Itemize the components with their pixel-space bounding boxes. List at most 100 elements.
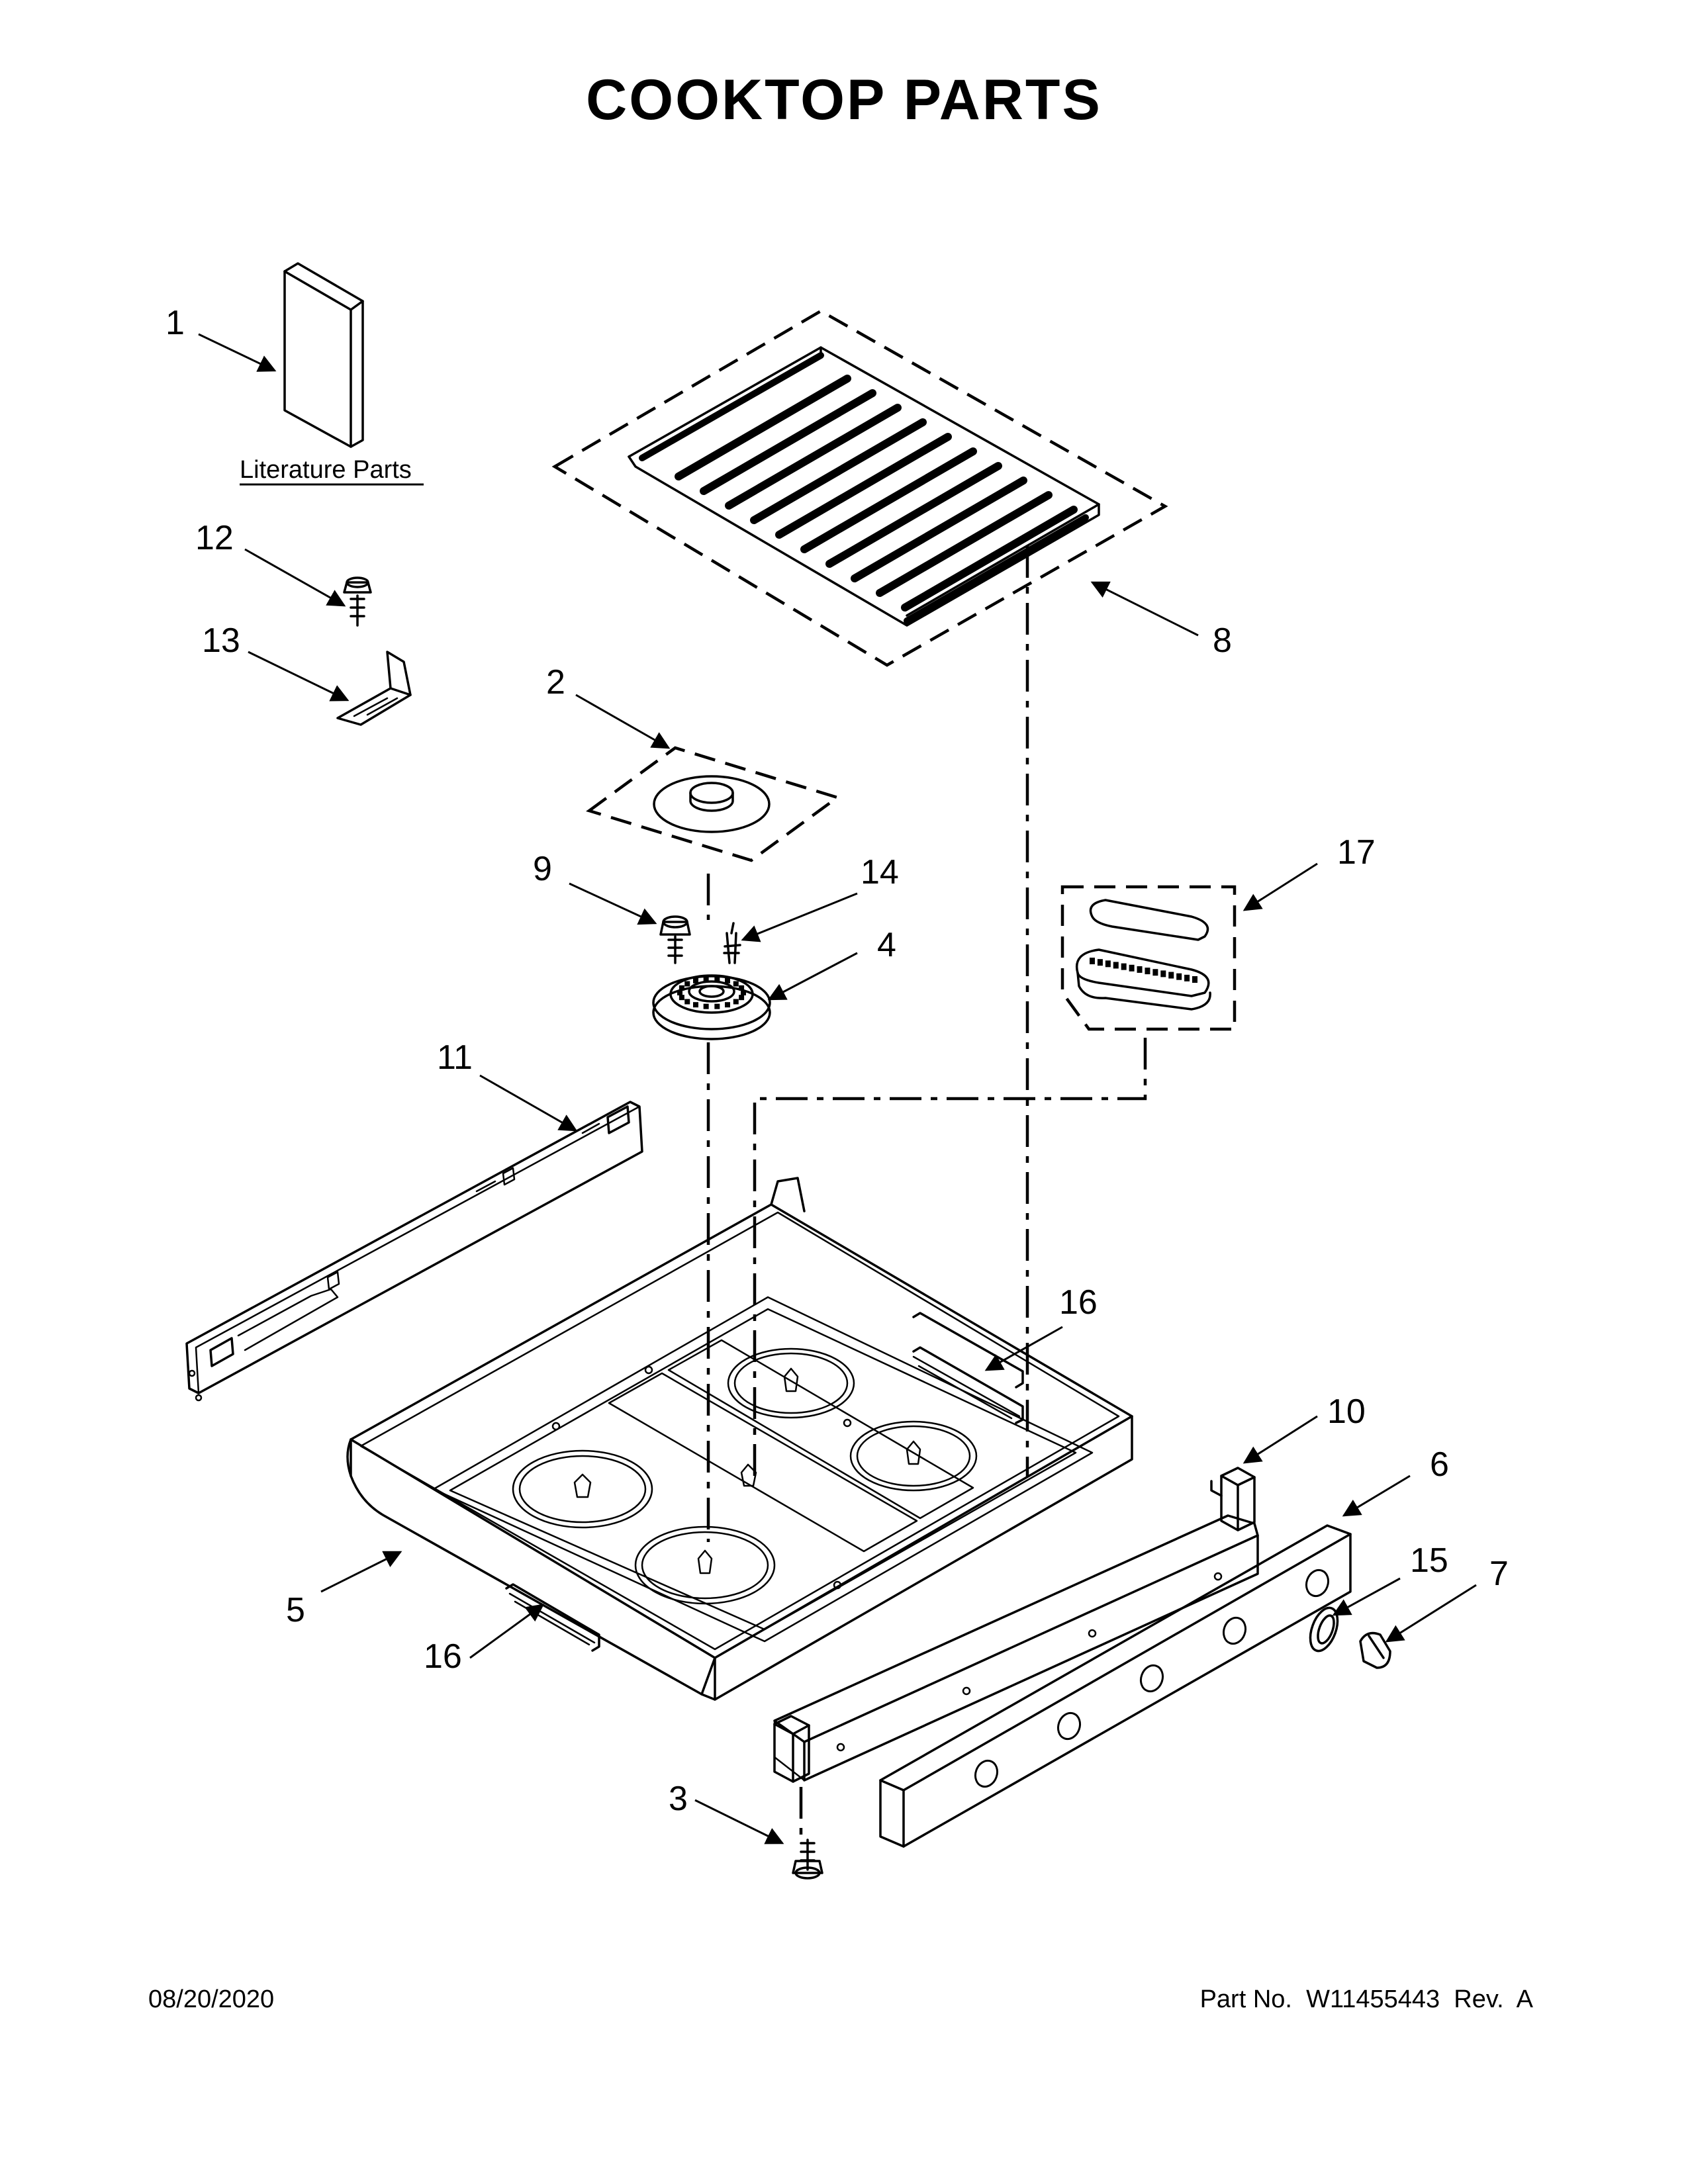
grate-bar (725, 404, 902, 510)
burner-port (684, 999, 690, 1005)
knob-hole (1305, 1569, 1330, 1598)
griddle-port (1145, 968, 1150, 975)
griddle-port (1192, 976, 1197, 983)
callout-15[interactable]: 15 (1410, 1541, 1448, 1580)
griddle-port (1160, 970, 1166, 978)
grate-bar (876, 491, 1053, 597)
griddle-port (1105, 960, 1111, 968)
footer-part-number: Part No. W11455443 Rev. A (1199, 1985, 1533, 2013)
callout-9[interactable]: 9 (533, 850, 552, 888)
literature-parts-label[interactable]: Literature Parts (240, 456, 412, 484)
burner-cap[interactable] (653, 775, 771, 833)
leader-12 (244, 548, 346, 607)
leader-13 (248, 651, 350, 702)
grate-bar (775, 433, 952, 539)
griddle-port (1176, 973, 1182, 980)
griddle-port (1129, 964, 1135, 972)
footer-date: 08/20/2020 (148, 1985, 275, 2013)
alignment-line-griddle (753, 1032, 1147, 1476)
screw-3[interactable] (792, 1839, 823, 1880)
leader-7 (1385, 1584, 1477, 1643)
knob-hole (1139, 1664, 1164, 1693)
callout-5[interactable]: 5 (286, 1591, 305, 1629)
callout-8[interactable]: 8 (1213, 621, 1232, 660)
literature-booklet[interactable] (283, 262, 364, 448)
grate-bar (825, 462, 1002, 568)
screw-9[interactable] (659, 915, 691, 964)
burner-port (739, 985, 745, 991)
grate-bar (700, 389, 876, 495)
knob-hole (1056, 1711, 1082, 1741)
callout-12[interactable]: 12 (195, 519, 234, 557)
leader-9 (569, 882, 657, 925)
control-panel-6[interactable] (879, 1524, 1352, 1848)
leader-16-right (984, 1326, 1063, 1371)
leader-8 (1090, 581, 1199, 637)
leader-14 (741, 892, 858, 942)
callout-13[interactable]: 13 (202, 621, 240, 660)
burner-port (725, 978, 730, 983)
griddle-port (1097, 959, 1103, 966)
griddle-port (1113, 962, 1119, 969)
griddle-port (1090, 958, 1095, 964)
leader-15 (1332, 1577, 1401, 1616)
cap-dashed-frame (586, 746, 841, 862)
leader-16-left (469, 1604, 545, 1659)
burner-port (679, 985, 684, 991)
screw-12[interactable] (343, 576, 372, 627)
bracket-10[interactable] (1210, 1467, 1256, 1531)
leader-1 (198, 333, 277, 372)
grate-bar (904, 514, 1089, 624)
bracket-13[interactable] (336, 651, 412, 726)
leader-4 (767, 952, 858, 1001)
callout-1[interactable]: 1 (165, 304, 185, 342)
burner-port (679, 995, 684, 1001)
griddle-port (1184, 974, 1190, 981)
callout-16-right[interactable]: 16 (1059, 1283, 1098, 1322)
burner-port (725, 1002, 730, 1008)
callout-17[interactable]: 17 (1337, 833, 1376, 872)
manifold-rail[interactable] (773, 1514, 1259, 1782)
knob-7[interactable] (1359, 1631, 1391, 1669)
grate-bar (750, 418, 927, 524)
griddle-burner[interactable] (1076, 899, 1211, 1011)
bracket-bottom[interactable] (773, 1715, 810, 1783)
spark-electrode[interactable] (723, 922, 741, 964)
bezel-15[interactable] (1305, 1604, 1342, 1655)
page-title: COOKTOP PARTS (586, 68, 1102, 132)
burner-port (733, 981, 739, 987)
callout-6[interactable]: 6 (1430, 1445, 1449, 1484)
cooktop-main[interactable] (346, 1177, 1133, 1701)
griddle-port (1137, 966, 1143, 973)
leader-11 (479, 1074, 578, 1132)
burner-port (684, 981, 690, 987)
callout-7[interactable]: 7 (1489, 1555, 1509, 1593)
grate-bar (639, 352, 824, 461)
callout-10[interactable]: 10 (1327, 1392, 1366, 1431)
callout-4[interactable]: 4 (877, 926, 896, 964)
burner-port (703, 1003, 709, 1009)
grate-dashed-frame (551, 309, 1168, 667)
trim-strip-16-right[interactable] (912, 1312, 1024, 1388)
burner-base[interactable] (652, 974, 771, 1040)
griddle-port (1152, 969, 1158, 976)
callout-2[interactable]: 2 (546, 663, 565, 702)
rear-panel[interactable] (185, 1101, 643, 1402)
knob-hole (974, 1759, 999, 1788)
grate-bar (851, 477, 1027, 582)
burner-port (739, 995, 745, 1001)
burner-port (677, 990, 682, 995)
callout-11[interactable]: 11 (437, 1038, 473, 1077)
knob-hole (1222, 1616, 1247, 1645)
griddle-port (1168, 972, 1174, 979)
callout-14[interactable]: 14 (861, 853, 899, 891)
callout-3[interactable]: 3 (669, 1780, 688, 1818)
burner-port (733, 999, 739, 1005)
leader-3 (694, 1799, 784, 1844)
burner-grate[interactable] (628, 346, 1100, 627)
leader-2 (575, 694, 671, 749)
grate-bar (675, 375, 851, 480)
griddle-port (1121, 963, 1127, 970)
callout-16-left[interactable]: 16 (424, 1637, 462, 1676)
